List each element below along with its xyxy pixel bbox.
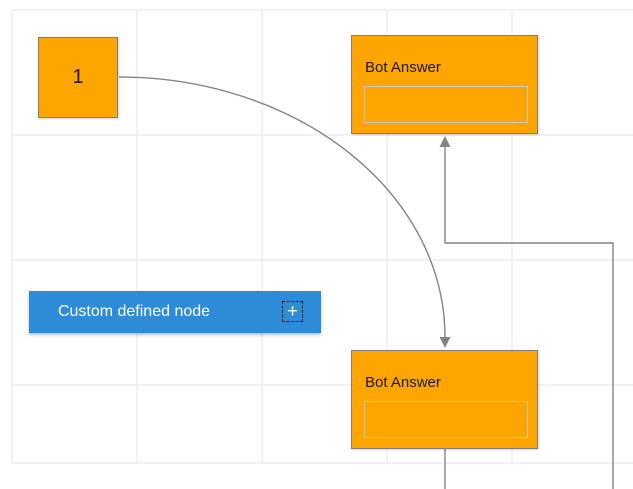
connector-curve-path	[118, 76, 446, 338]
add-handle-button[interactable]: +	[282, 301, 303, 322]
node-1[interactable]: 1	[38, 37, 118, 118]
arrowhead-up-icon	[439, 136, 451, 147]
custom-node-label: Custom defined node	[57, 303, 211, 320]
node-bot-answer-top[interactable]: Bot Answer	[351, 35, 538, 134]
bot-answer-title: Bot Answer	[365, 374, 441, 391]
connector-elbow-path	[444, 147, 614, 489]
node-custom-defined[interactable]: Custom defined node +	[29, 291, 321, 333]
arrowhead-down-icon	[439, 337, 451, 348]
bot-answer-input-field[interactable]	[364, 401, 528, 438]
plus-icon: +	[286, 300, 299, 322]
node-1-label: 1	[72, 66, 84, 88]
bot-answer-title: Bot Answer	[365, 59, 441, 76]
node-bot-answer-bottom[interactable]: Bot Answer	[351, 350, 538, 449]
bot-answer-input-field[interactable]	[364, 86, 528, 123]
connector-curve[interactable]	[118, 76, 451, 348]
connector-elbow[interactable]	[439, 136, 614, 489]
